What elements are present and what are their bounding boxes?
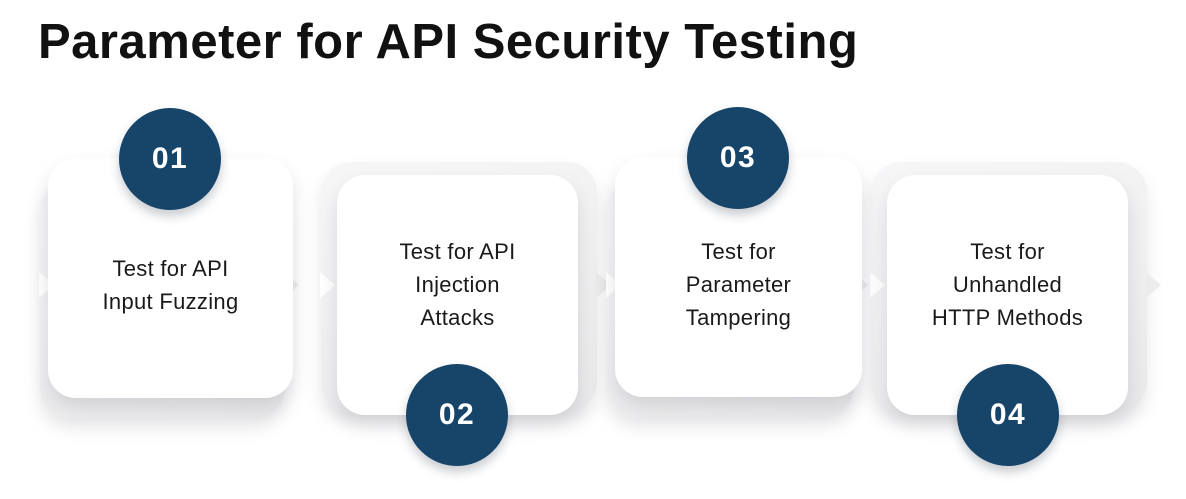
connector-notch-icon xyxy=(320,272,335,298)
step-3-label: Test for Parameter Tampering xyxy=(685,238,792,330)
step-1-label: Test for API Input Fuzzing xyxy=(102,256,239,314)
connector-arrow-icon xyxy=(284,272,299,298)
step-1-number: 01 xyxy=(151,142,189,175)
step-3-number-badge: 03 xyxy=(687,107,789,209)
step-1-number-badge: 01 xyxy=(119,108,221,210)
step-1-back-shape xyxy=(39,180,299,418)
step-4-back-shape xyxy=(870,162,1161,412)
connector-notch-icon xyxy=(39,272,54,298)
step-4-number: 04 xyxy=(989,398,1027,431)
step-2-label: Test for API Injection Attacks xyxy=(399,238,516,330)
connector-arrow-icon xyxy=(1146,272,1161,298)
connector-arrow-icon xyxy=(596,272,611,298)
step-2-number: 02 xyxy=(438,398,476,431)
step-2-back-shape xyxy=(320,162,611,412)
step-4-number-badge: 04 xyxy=(957,364,1059,466)
step-1-card: Test for API Input Fuzzing xyxy=(48,158,293,398)
connector-notch-icon xyxy=(606,272,621,298)
connector-arrow-icon xyxy=(853,272,868,298)
connector-notch-icon xyxy=(870,272,885,298)
step-3-number: 03 xyxy=(719,141,757,174)
step-2-number-badge: 02 xyxy=(406,364,508,466)
step-3-back-shape xyxy=(606,179,868,417)
step-3-card: Test for Parameter Tampering xyxy=(615,157,862,397)
page-title: Parameter for API Security Testing xyxy=(38,15,859,69)
step-2-card: Test for API Injection Attacks xyxy=(337,175,578,415)
step-4-label: Test for Unhandled HTTP Methods xyxy=(931,238,1084,330)
step-4-card: Test for Unhandled HTTP Methods xyxy=(887,175,1128,415)
